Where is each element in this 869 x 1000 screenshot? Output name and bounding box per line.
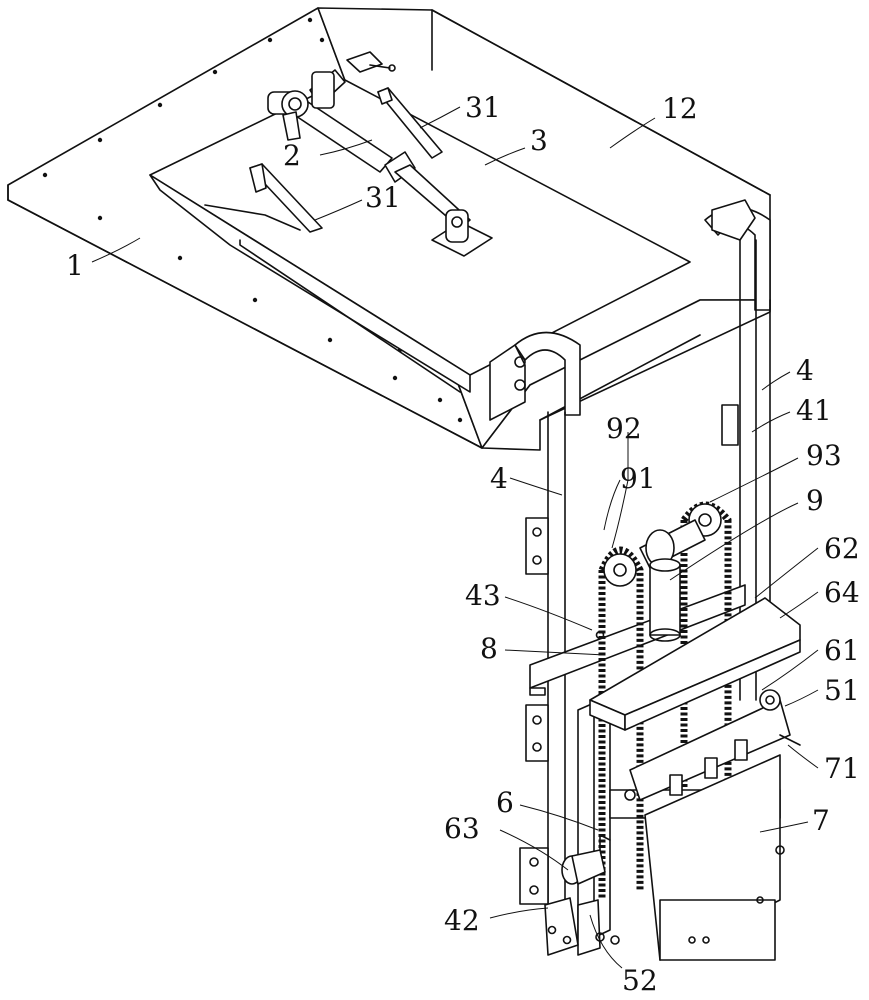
- top-plate: [589, 597, 801, 731]
- label-9: 9: [806, 484, 824, 517]
- label-71: 71: [824, 752, 860, 785]
- front-panel: [644, 754, 785, 961]
- label-61: 61: [824, 634, 860, 667]
- reference-labels: 1 2 3 12 31 31 4 4 41 92 91 93 9 62 64 4…: [66, 91, 860, 997]
- label-12: 12: [662, 92, 698, 125]
- crank-handle: [561, 834, 611, 885]
- label-41: 41: [796, 394, 832, 427]
- leader-lines: [91, 106, 819, 969]
- linkage-assembly: [249, 51, 493, 257]
- label-6: 6: [496, 786, 514, 819]
- label-42: 42: [444, 904, 480, 937]
- label-4-left: 4: [490, 462, 508, 495]
- label-51: 51: [824, 674, 860, 707]
- label-93: 93: [806, 439, 842, 472]
- label-31-upper: 31: [465, 91, 501, 124]
- label-2: 2: [283, 139, 301, 172]
- label-4-right: 4: [796, 354, 814, 387]
- label-8: 8: [480, 632, 498, 665]
- label-64: 64: [824, 576, 860, 609]
- label-63: 63: [444, 812, 480, 845]
- tray-cover: [149, 79, 691, 393]
- label-62: 62: [824, 532, 860, 565]
- label-43: 43: [465, 579, 501, 612]
- left-mount-tabs: [519, 517, 549, 905]
- label-31-lower: 31: [365, 181, 401, 214]
- label-1: 1: [66, 249, 84, 282]
- label-7: 7: [812, 804, 830, 837]
- label-92: 92: [606, 412, 642, 445]
- label-52: 52: [622, 964, 658, 997]
- gripper-assembly: [624, 689, 801, 801]
- label-3: 3: [530, 124, 548, 157]
- label-91: 91: [620, 462, 656, 495]
